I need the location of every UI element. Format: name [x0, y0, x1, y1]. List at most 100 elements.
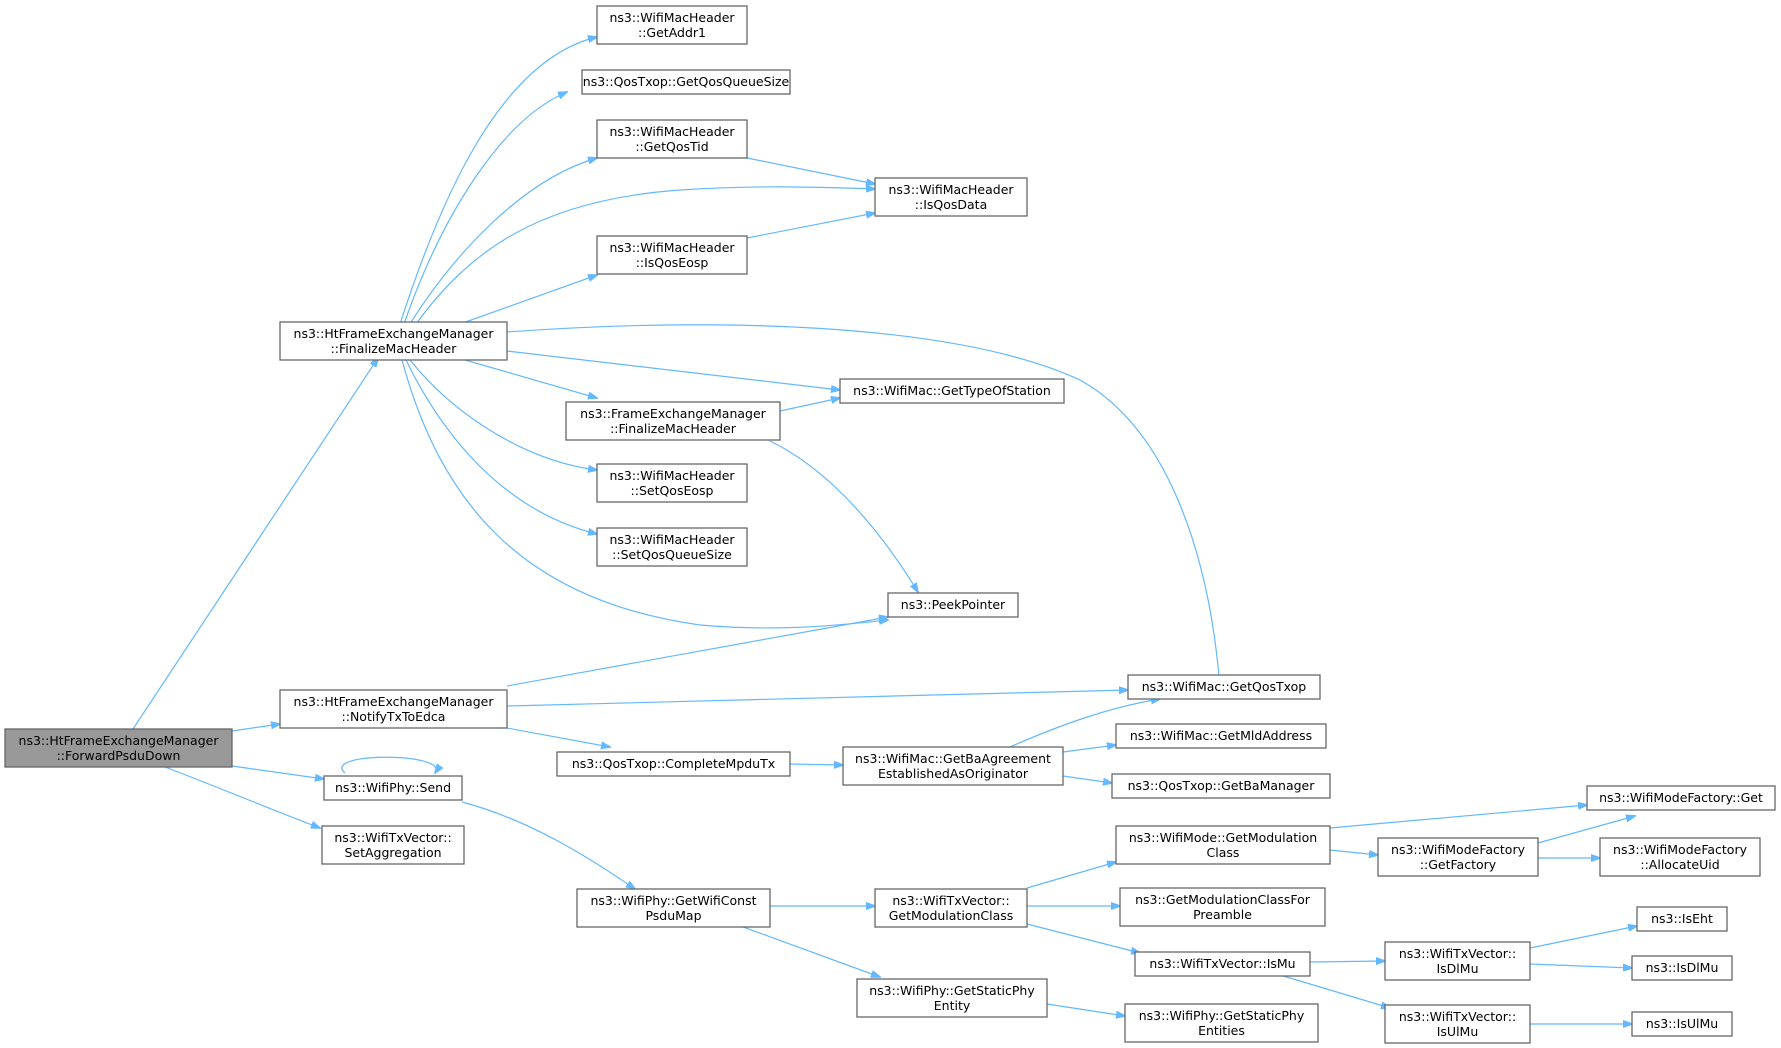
- node-get-ba-agreement[interactable]: ns3::WifiMac::GetBaAgreement Established…: [842, 746, 1064, 786]
- edge-fht-to-getqosqueuesize: [403, 92, 567, 325]
- node-label-line2: ::FinalizeMacHeader: [331, 341, 458, 356]
- node-get-factory[interactable]: ns3::WifiModeFactory ::GetFactory: [1377, 837, 1539, 877]
- node-label-line1: ns3::IsEht: [1651, 911, 1713, 926]
- edge-notify-to-getqostxop: [506, 690, 1128, 707]
- node-label-line1: ns3::WifiMacHeader: [888, 182, 1014, 197]
- node-label-line1: ns3::IsDlMu: [1646, 960, 1719, 975]
- node-txvector-is-dl-mu[interactable]: ns3::WifiTxVector:: IsDlMu: [1384, 941, 1531, 981]
- edge-fht-to-gettypeofstation: [506, 350, 840, 390]
- node-label-line1: ns3::QosTxop::CompleteMpduTx: [572, 756, 775, 771]
- node-ht-finalize-mac-header[interactable]: ns3::HtFrameExchangeManager ::FinalizeMa…: [279, 321, 508, 361]
- node-label-line1: ns3::WifiTxVector::: [892, 893, 1009, 908]
- node-label-line2: Entities: [1198, 1023, 1245, 1038]
- edge-forward-to-setagg: [164, 766, 320, 828]
- edge-forward-to-send: [231, 765, 324, 779]
- edge-fht-to-getqostid: [409, 158, 597, 325]
- node-label-line1: ns3::WifiPhy::GetStaticPhy: [1139, 1008, 1305, 1023]
- edge-fht-to-isqosdata: [415, 187, 875, 325]
- node-mode-get-modulation-class[interactable]: ns3::WifiMode::GetModulation Class: [1115, 825, 1331, 865]
- node-label-line2: ::SetQosEosp: [631, 483, 714, 498]
- edge-psdumap-to-getstaticphyentity: [734, 923, 880, 977]
- node-label-line1: ns3::WifiMac::GetQosTxop: [1142, 679, 1307, 694]
- edge-notify-to-peekpointer: [506, 617, 888, 687]
- node-label-line1: ns3::HtFrameExchangeManager: [294, 326, 495, 341]
- node-label-line1: ns3::WifiTxVector::IsMu: [1149, 956, 1295, 971]
- edge-fht-to-setqosqueuesize: [405, 359, 597, 534]
- node-label-line1: ns3::WifiPhy::GetStaticPhy: [869, 983, 1035, 998]
- node-get-modulation-class-for-preamble[interactable]: ns3::GetModulationClassFor Preamble: [1119, 887, 1326, 927]
- edge-send-to-psdumap: [461, 801, 635, 889]
- node-txvector-is-ul-mu[interactable]: ns3::WifiTxVector:: IsUlMu: [1384, 1004, 1531, 1044]
- edge-fht-to-getaddr1: [399, 37, 597, 325]
- node-is-mu[interactable]: ns3::WifiTxVector::IsMu: [1134, 951, 1311, 977]
- node-txvector-get-modulation-class[interactable]: ns3::WifiTxVector:: GetModulationClass: [874, 888, 1028, 928]
- edge-isdlmu-tx-to-iseht: [1529, 926, 1637, 949]
- node-notify-tx-to-edca[interactable]: ns3::HtFrameExchangeManager ::NotifyTxTo…: [279, 689, 508, 729]
- node-get-static-phy-entity[interactable]: ns3::WifiPhy::GetStaticPhy Entity: [856, 978, 1048, 1018]
- edge-fht-to-finalize-fem: [464, 359, 597, 398]
- node-get-type-of-station[interactable]: ns3::WifiMac::GetTypeOfStation: [839, 378, 1065, 404]
- edge-send-self-loop: [341, 756, 436, 773]
- node-get-ba-manager[interactable]: ns3::QosTxop::GetBaManager: [1111, 773, 1331, 799]
- node-label-line1: ns3::WifiTxVector::: [334, 830, 451, 845]
- node-is-eht[interactable]: ns3::IsEht: [1636, 906, 1728, 932]
- node-label-line2: Entity: [934, 998, 971, 1013]
- node-get-wifi-const-psdu-map[interactable]: ns3::WifiPhy::GetWifiConst PsduMap: [576, 888, 771, 928]
- node-label-line1: ns3::WifiMacHeader: [609, 468, 735, 483]
- node-label-line2: ::GetFactory: [1420, 857, 1497, 872]
- edge-getfactory-to-factoryget: [1537, 816, 1635, 844]
- node-label-line2: ::SetQosQueueSize: [612, 547, 732, 562]
- node-wifi-mode-factory-get[interactable]: ns3::WifiModeFactory::Get: [1586, 785, 1776, 811]
- node-get-static-phy-entities[interactable]: ns3::WifiPhy::GetStaticPhy Entities: [1124, 1003, 1319, 1043]
- node-wifiphy-send[interactable]: ns3::WifiPhy::Send: [323, 775, 463, 801]
- edge-fht-to-isqoseosp: [459, 275, 597, 325]
- edge-getba-to-getbamanager: [1062, 775, 1112, 783]
- node-label-line2: Preamble: [1193, 907, 1252, 922]
- edge-getmodclass-tx-to-mode: [1026, 862, 1116, 889]
- node-label-line1: ns3::WifiMacHeader: [609, 10, 735, 25]
- edge-getba-to-getqostxop: [1009, 699, 1160, 748]
- node-forward-psdu-down[interactable]: ns3::HtFrameExchangeManager ::ForwardPsd…: [4, 728, 233, 768]
- edge-complete-to-getbaagreement: [789, 764, 843, 765]
- node-fem-finalize-mac-header[interactable]: ns3::FrameExchangeManager ::FinalizeMacH…: [565, 401, 781, 441]
- node-label-line1: ns3::QosTxop::GetBaManager: [1128, 778, 1316, 793]
- graph-nodes: ns3::HtFrameExchangeManager ::ForwardPsd…: [4, 5, 1776, 1044]
- edge-forward-to-finalize-ht: [132, 358, 378, 730]
- node-peek-pointer[interactable]: ns3::PeekPointer: [887, 592, 1019, 618]
- edge-ismu-to-isulmu-tx: [1279, 974, 1390, 1008]
- edge-fht-to-setqoseosp: [409, 359, 597, 470]
- node-get-qos-tid[interactable]: ns3::WifiMacHeader ::GetQosTid: [596, 119, 748, 159]
- node-get-qos-txop[interactable]: ns3::WifiMac::GetQosTxop: [1127, 674, 1321, 700]
- node-is-qos-data[interactable]: ns3::WifiMacHeader ::IsQosData: [874, 177, 1028, 217]
- node-is-dl-mu[interactable]: ns3::IsDlMu: [1631, 955, 1733, 981]
- node-label-line1: ns3::HtFrameExchangeManager: [19, 733, 220, 748]
- node-is-ul-mu[interactable]: ns3::IsUlMu: [1631, 1011, 1733, 1037]
- node-get-mld-address[interactable]: ns3::WifiMac::GetMldAddress: [1115, 723, 1327, 749]
- node-label-line1: ns3::PeekPointer: [901, 597, 1006, 612]
- edge-getba-to-getmldaddress: [1062, 745, 1116, 753]
- node-label-line2: ::FinalizeMacHeader: [610, 421, 737, 436]
- node-allocate-uid[interactable]: ns3::WifiModeFactory ::AllocateUid: [1599, 837, 1761, 877]
- edge-ffem-to-peekpointer: [769, 440, 918, 592]
- node-label-line2: IsUlMu: [1437, 1024, 1479, 1039]
- edge-forward-to-notify: [231, 724, 280, 732]
- node-label-line2: IsDlMu: [1436, 961, 1478, 976]
- node-label-line1: ns3::WifiMacHeader: [609, 124, 735, 139]
- node-set-aggregation[interactable]: ns3::WifiTxVector:: SetAggregation: [321, 825, 465, 865]
- node-complete-mpdu-tx[interactable]: ns3::QosTxop::CompleteMpduTx: [556, 751, 791, 777]
- node-label-line1: ns3::WifiTxVector::: [1399, 1009, 1516, 1024]
- edge-staticphyentity-to-entities: [1046, 1003, 1125, 1016]
- edge-getqostid-to-isqosdata: [746, 157, 875, 184]
- edge-notify-to-completempdutx: [506, 727, 610, 747]
- node-label-line1: ns3::WifiMac::GetBaAgreement: [855, 751, 1051, 766]
- node-get-addr1[interactable]: ns3::WifiMacHeader ::GetAddr1: [596, 5, 748, 45]
- edge-ffem-to-gettypeofstation: [779, 398, 840, 412]
- node-label-line1: ns3::GetModulationClassFor: [1135, 892, 1311, 907]
- node-set-qos-eosp[interactable]: ns3::WifiMacHeader ::SetQosEosp: [596, 463, 748, 503]
- node-label-line2: ::IsQosData: [915, 197, 987, 212]
- node-label-line1: ns3::QosTxop::GetQosQueueSize: [583, 74, 790, 89]
- node-is-qos-eosp[interactable]: ns3::WifiMacHeader ::IsQosEosp: [596, 235, 748, 275]
- node-label-line2: ::ForwardPsduDown: [57, 748, 181, 763]
- node-set-qos-queue-size[interactable]: ns3::WifiMacHeader ::SetQosQueueSize: [596, 527, 748, 567]
- node-get-qos-queue-size[interactable]: ns3::QosTxop::GetQosQueueSize: [581, 69, 791, 95]
